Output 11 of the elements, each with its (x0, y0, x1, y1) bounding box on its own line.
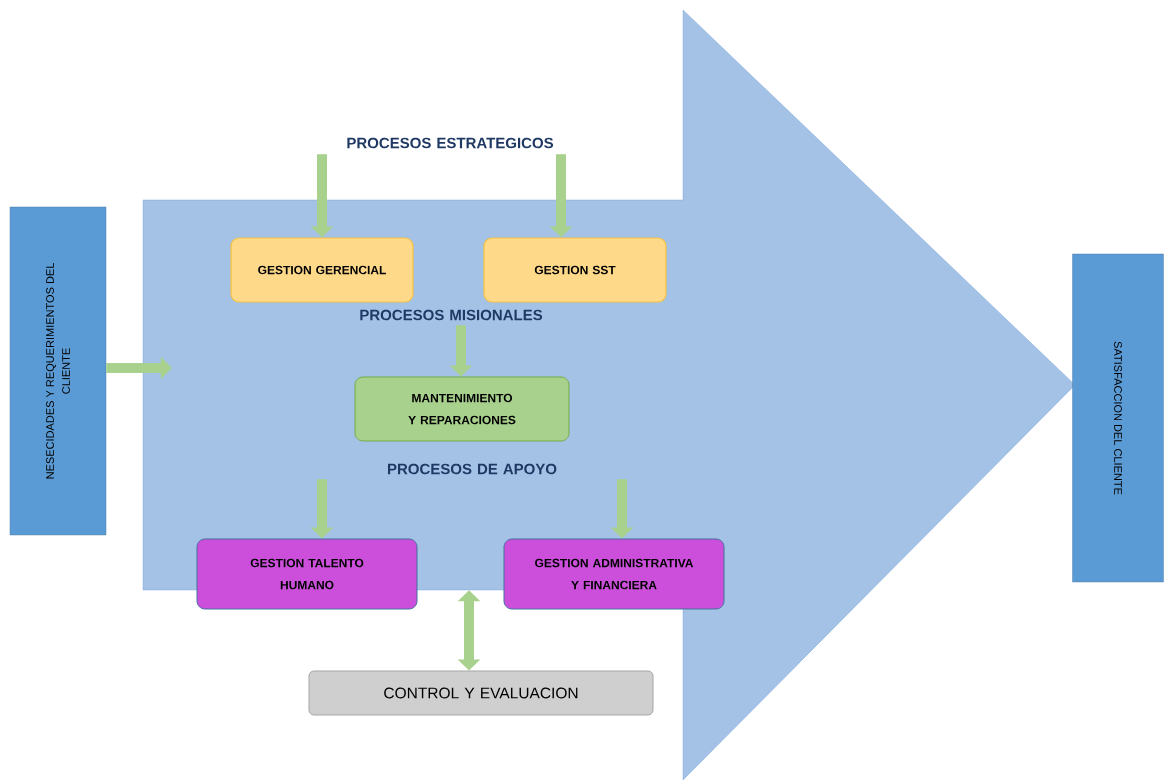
output-box: SATISFACCION DEL CLIENTE (1072, 253, 1164, 583)
input-box: NESECIDADES Y REQUERIMIENTOS DEL CLIENTE (9, 206, 107, 536)
process-box: CONTROL Y EVALUACION (308, 670, 654, 716)
section-heading: PROCESOS DE APOYO (388, 463, 557, 475)
section-heading: PROCESOS ESTRATEGICOS (347, 137, 554, 149)
process-box: MANTENIMIENTO Y REPARACIONES (354, 376, 570, 442)
process-box: GESTION GERENCIAL (230, 237, 414, 303)
process-box: GESTION SST (483, 237, 667, 303)
process-box: GESTION ADMINISTRATIVA Y FINANCIERA (503, 538, 725, 610)
process-box: GESTION TALENTO HUMANO (196, 538, 418, 610)
section-heading: PROCESOS MISIONALES (360, 309, 543, 321)
